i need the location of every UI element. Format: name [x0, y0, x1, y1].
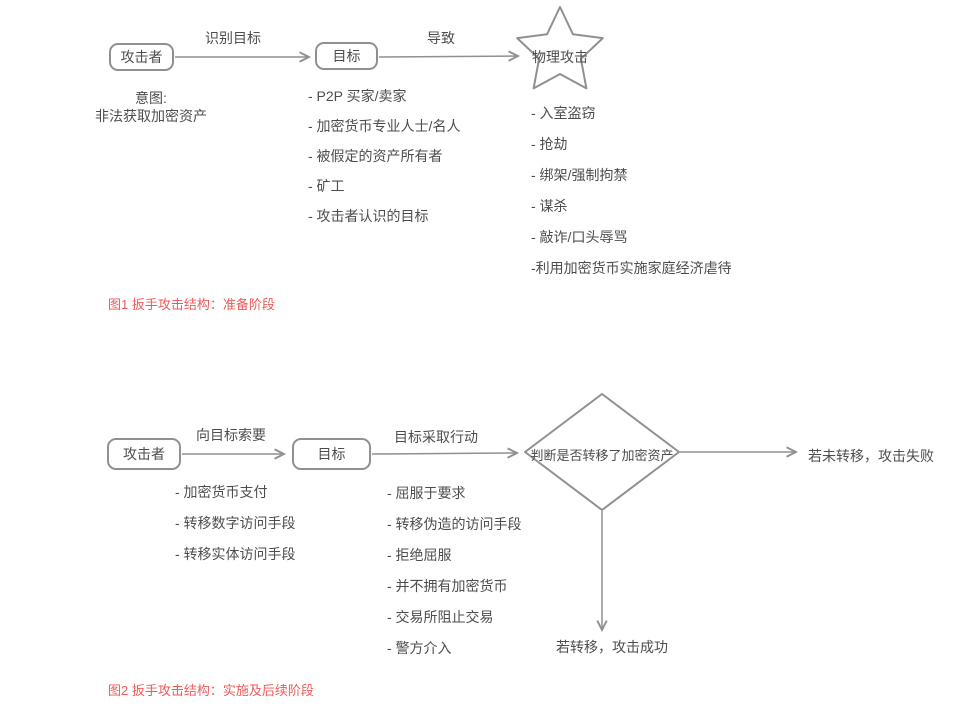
fig2-target-list: - 屈服于要求 - 转移伪造的访问手段 - 拒绝屈服 - 并不拥有加密货币 - …: [387, 486, 522, 672]
list-item: - 转移数字访问手段: [175, 515, 296, 531]
fig1-attacker-intent-note: 意图: 非法获取加密资产: [95, 89, 207, 125]
list-item: - 加密货币支付: [175, 484, 268, 500]
list-item: - 转移伪造的访问手段: [387, 516, 522, 532]
fig2-edge2-label: 目标采取行动: [394, 429, 478, 445]
fig2-decision-diamond: [524, 393, 680, 511]
fig2-attacker-node: 攻击者: [107, 438, 181, 470]
list-item: - 入室盗窃: [531, 105, 596, 121]
fig1-edge-target-attack: [378, 56, 518, 57]
fig1-star-label: 物理攻击: [532, 49, 588, 65]
list-item: - 绑架/强制拘禁: [531, 167, 628, 183]
list-item: - 屈服于要求: [387, 485, 466, 501]
list-item: - 并不拥有加密货币: [387, 578, 508, 594]
list-item: - 交易所阻止交易: [387, 609, 494, 625]
fig2-decision-label: 判断是否转移了加密资产: [530, 448, 674, 463]
fig2-target-node: 目标: [292, 438, 371, 470]
fig2-attacker-list: - 加密货币支付 - 转移数字访问手段 - 转移实体访问手段: [175, 485, 296, 578]
list-item: - 谋杀: [531, 198, 568, 214]
fig1-attacker-node: 攻击者: [109, 43, 174, 71]
fig2-success-label: 若转移，攻击成功: [556, 639, 668, 655]
list-item: - 加密货币专业人士/名人: [308, 118, 461, 134]
list-item: - 矿工: [308, 178, 345, 194]
fig1-caption: 图1 扳手攻击结构：准备阶段: [108, 297, 275, 312]
list-item: - 被假定的资产所有者: [308, 148, 443, 164]
fig1-target-node: 目标: [315, 42, 378, 70]
fig1-physical-attack-star: [516, 6, 604, 90]
fig2-edge-target-decision: [371, 453, 517, 454]
fig1-intent-line1: 意图:: [135, 90, 167, 106]
list-item: - 敲诈/口头辱骂: [531, 229, 628, 245]
fig2-caption: 图2 扳手攻击结构：实施及后续阶段: [108, 683, 314, 698]
fig1-physical-attack-list: - 入室盗窃 - 抢劫 - 绑架/强制拘禁 - 谋杀 - 敲诈/口头辱骂 -利用…: [531, 106, 732, 292]
list-item: -利用加密货币实施家庭经济虐待: [531, 260, 732, 276]
fig1-edge2-label: 导致: [427, 30, 455, 46]
fig1-intent-line2: 非法获取加密资产: [95, 108, 207, 124]
fig2-edge1-label: 向目标索要: [196, 427, 266, 443]
list-item: - 转移实体访问手段: [175, 546, 296, 562]
list-item: - 拒绝屈服: [387, 547, 452, 563]
list-item: - 抢劫: [531, 136, 568, 152]
list-item: - 攻击者认识的目标: [308, 208, 429, 224]
fig2-fail-label: 若未转移，攻击失败: [808, 448, 934, 464]
fig1-target-list: - P2P 买家/卖家 - 加密货币专业人士/名人 - 被假定的资产所有者 - …: [308, 89, 460, 239]
fig1-edge1-label: 识别目标: [205, 30, 261, 46]
list-item: - 警方介入: [387, 640, 452, 656]
list-item: - P2P 买家/卖家: [308, 88, 407, 104]
